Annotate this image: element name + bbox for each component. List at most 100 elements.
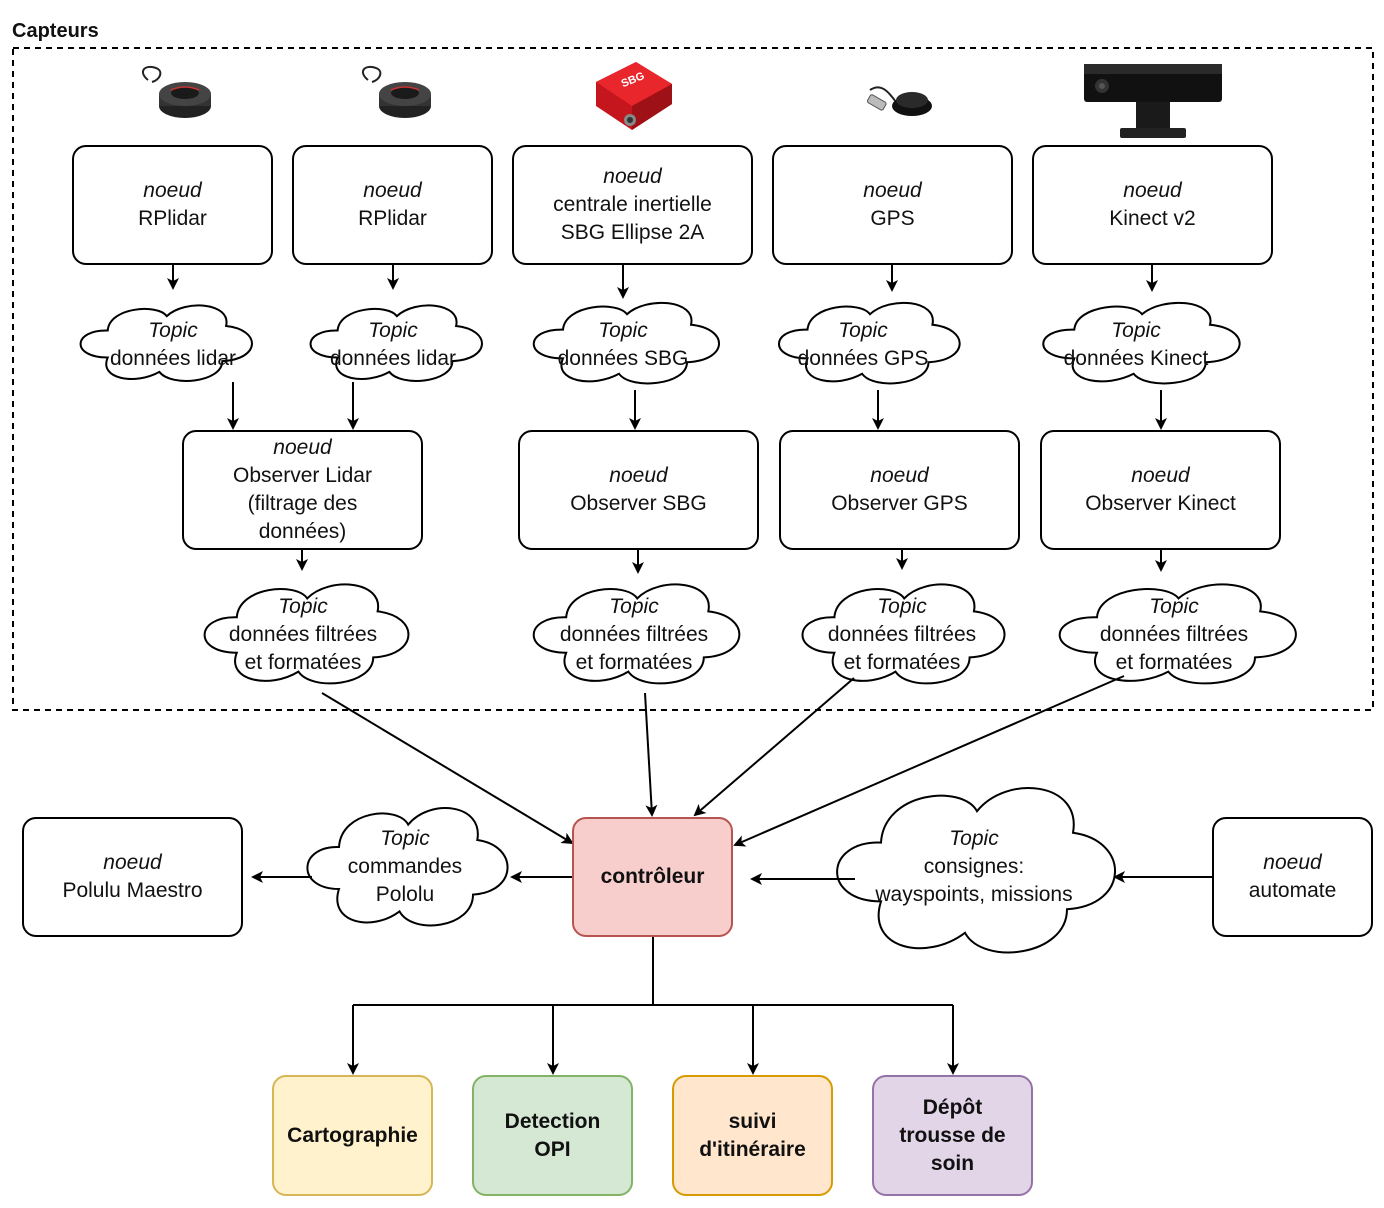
node-name: GPS (870, 207, 915, 230)
controller-label: contrôleur (600, 865, 705, 888)
arrow-filtered-gps-to-controller (693, 677, 855, 817)
topic-name-line2: et formatées (575, 651, 693, 674)
node-observer-kinect[interactable]: noeud Observer Kinect (1040, 430, 1281, 550)
topic-kind-label: Topic (368, 319, 418, 342)
topic-name-line2: Pololu (375, 883, 435, 906)
task-depot-trousse[interactable]: Dépôt trousse de soin (872, 1075, 1033, 1196)
node-rplidar-1[interactable]: noeud RPlidar (72, 145, 273, 265)
node-automate[interactable]: noeud automate (1212, 817, 1373, 937)
topic-name-line2: wayspoints, missions (875, 883, 1073, 906)
topic-commandes-pololu[interactable]: Topic commandes Pololu (305, 824, 505, 910)
topic-kind-label: Topic (278, 595, 328, 618)
node-kind-label: noeud (1263, 851, 1322, 874)
topic-name: commandes (347, 855, 463, 878)
task-label-line2: OPI (534, 1137, 571, 1161)
cloud-filtered-sbg (532, 583, 741, 685)
node-name: Polulu Maestro (62, 879, 203, 902)
node-name: Kinect v2 (1109, 207, 1196, 230)
capteurs-group-title: Capteurs (12, 20, 99, 42)
topic-clouds (79, 301, 1297, 954)
task-detection-opi[interactable]: Detection OPI (472, 1075, 633, 1196)
task-cartographie[interactable]: Cartographie (272, 1075, 433, 1196)
task-label: Cartographie (287, 1123, 418, 1147)
node-observer-lidar[interactable]: noeud Observer Lidar (filtrage des donné… (182, 430, 423, 550)
topic-lidar-1[interactable]: Topic données lidar (73, 316, 273, 374)
capteurs-group-border (12, 47, 1374, 711)
cloud-topic-gps (778, 301, 961, 385)
topic-name-line2: et formatées (244, 651, 362, 674)
topic-kinect[interactable]: Topic données Kinect (1036, 316, 1236, 374)
topic-filtered-kinect[interactable]: Topic données filtrées et formatées (1064, 592, 1284, 678)
node-kind-label: noeud (603, 165, 662, 188)
rplidar-sensor-icon (141, 66, 211, 118)
node-name: Observer GPS (831, 492, 968, 515)
task-label-line2: d'itinéraire (699, 1137, 806, 1161)
topic-name: données filtrées (228, 623, 378, 646)
topic-kind-label: Topic (380, 827, 430, 850)
gps-receiver-icon (866, 86, 932, 116)
node-kind-label: noeud (103, 851, 162, 874)
node-kind-label: noeud (1131, 464, 1190, 487)
topic-kind-label: Topic (598, 319, 648, 342)
node-name-line2: SBG Ellipse 2A (560, 221, 705, 244)
node-name: Observer Lidar (233, 464, 372, 487)
arrow-filtered-sbg-to-controller (644, 692, 658, 817)
topic-name: données SBG (557, 347, 689, 370)
topic-gps[interactable]: Topic données GPS (763, 316, 963, 374)
topic-kind-label: Topic (609, 595, 659, 618)
cloud-topic-sbg (532, 301, 720, 385)
node-polulu-maestro[interactable]: noeud Polulu Maestro (22, 817, 243, 937)
node-kind-label: noeud (273, 436, 332, 459)
node-name: RPlidar (138, 207, 207, 230)
topic-filtered-sbg[interactable]: Topic données filtrées et formatées (524, 592, 744, 678)
task-suivi-itineraire[interactable]: suivi d'itinéraire (672, 1075, 833, 1196)
node-name: Observer Kinect (1085, 492, 1236, 515)
topic-sbg[interactable]: Topic données SBG (523, 316, 723, 374)
node-rplidar-2[interactable]: noeud RPlidar (292, 145, 493, 265)
node-gps[interactable]: noeud GPS (772, 145, 1013, 265)
topic-lidar-2[interactable]: Topic données lidar (293, 316, 493, 374)
node-observer-gps[interactable]: noeud Observer GPS (779, 430, 1020, 550)
topic-consignes[interactable]: Topic consignes: wayspoints, missions (844, 824, 1104, 910)
topic-name: données lidar (329, 347, 457, 370)
task-label-line2: trousse de (899, 1123, 1006, 1147)
topic-name-line2: et formatées (1115, 651, 1233, 674)
node-sbg-ellipse[interactable]: noeud centrale inertielle SBG Ellipse 2A (512, 145, 753, 265)
sbg-ellipse-imu-icon: SBG (596, 62, 672, 130)
topic-kind-label: Topic (1111, 319, 1161, 342)
node-kind-label: noeud (143, 179, 202, 202)
topic-kind-label: Topic (1149, 595, 1199, 618)
topic-name: données filtrées (559, 623, 709, 646)
node-name-line2: (filtrage des (247, 492, 358, 515)
rplidar-sensor-icon (361, 66, 431, 118)
topic-kind-label: Topic (949, 827, 999, 850)
controller-node[interactable]: contrôleur (572, 817, 733, 937)
topic-name: données filtrées (1099, 623, 1249, 646)
node-name: automate (1248, 879, 1337, 902)
node-kind-label: noeud (1123, 179, 1182, 202)
node-kind-label: noeud (870, 464, 929, 487)
topic-name-line2: et formatées (843, 651, 961, 674)
topic-name: données filtrées (827, 623, 977, 646)
topic-kind-label: Topic (838, 319, 888, 342)
cloud-consignes (836, 787, 1116, 954)
task-label: Dépôt (922, 1095, 983, 1119)
cloud-topic-lidar-1 (79, 304, 253, 382)
task-label: Detection (504, 1109, 601, 1133)
topic-kind-label: Topic (877, 595, 927, 618)
topic-name: données Kinect (1063, 347, 1209, 370)
topic-name: données GPS (797, 347, 929, 370)
node-name-line3: données) (258, 520, 347, 543)
node-kind-label: noeud (863, 179, 922, 202)
cloud-commandes-pololu (306, 807, 509, 927)
node-name: centrale inertielle (553, 193, 712, 216)
arrow-filtered-kinect-to-controller (733, 675, 1125, 847)
topic-filtered-lidar[interactable]: Topic données filtrées et formatées (193, 592, 413, 678)
cloud-filtered-lidar (203, 583, 410, 685)
topic-kind-label: Topic (148, 319, 198, 342)
node-name: Observer SBG (570, 492, 707, 515)
node-kinect[interactable]: noeud Kinect v2 (1032, 145, 1273, 265)
node-observer-sbg[interactable]: noeud Observer SBG (518, 430, 759, 550)
topic-filtered-gps[interactable]: Topic données filtrées et formatées (792, 592, 1012, 678)
